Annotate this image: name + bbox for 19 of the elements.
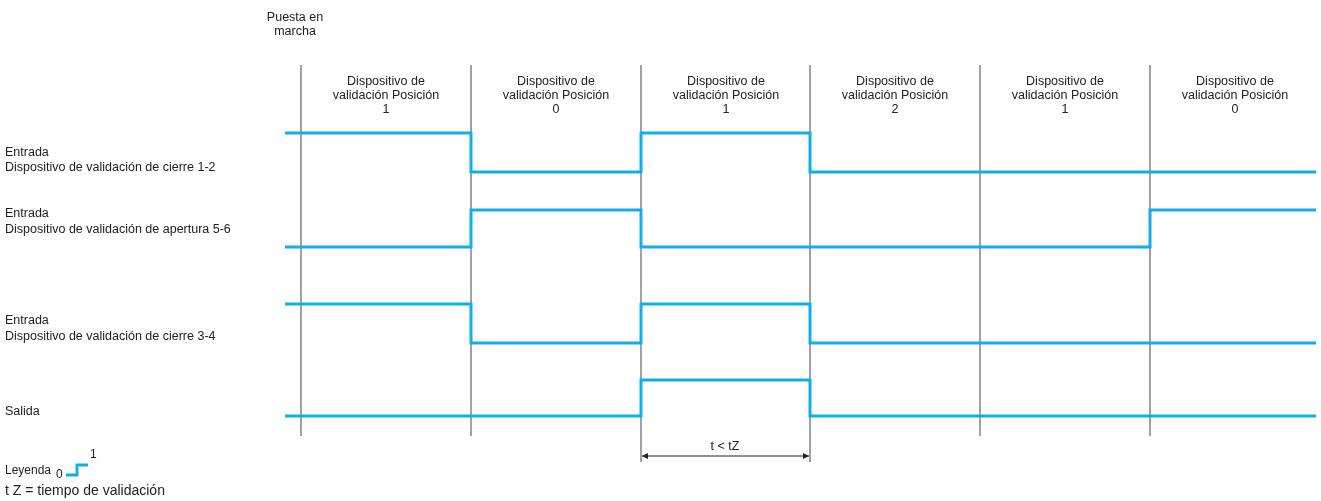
signal-name: Dispositivo de validación de cierre 1-2 [5, 160, 216, 174]
dimension-label: t < tZ [709, 439, 741, 453]
level-value: 0 [56, 467, 63, 481]
start-label: Puesta en marcha [265, 10, 325, 38]
level-value: 1 [90, 447, 97, 461]
column-heading: Dispositivo de validación Posición 0 [501, 74, 611, 116]
key-caption: Leyenda [5, 463, 52, 477]
column-heading: Dispositivo de validación Posición 0 [1180, 74, 1290, 116]
signal-name: Dispositivo de validación de cierre 3-4 [5, 329, 216, 343]
note-text: t Z = tiempo de validación [5, 483, 165, 497]
column-heading: Dispositivo de validación Posición 1 [331, 74, 441, 116]
signal-name: Salida [5, 404, 40, 418]
signal-name: Entrada [5, 145, 49, 159]
signal-name: Entrada [5, 313, 49, 327]
signal-name: Entrada [5, 206, 49, 220]
column-heading: Dispositivo de validación Posición 2 [840, 74, 950, 116]
column-heading: Dispositivo de validación Posición 1 [671, 74, 781, 116]
column-heading: Dispositivo de validación Posición 1 [1010, 74, 1120, 116]
signal-name: Dispositivo de validación de apertura 5-6 [5, 222, 231, 236]
